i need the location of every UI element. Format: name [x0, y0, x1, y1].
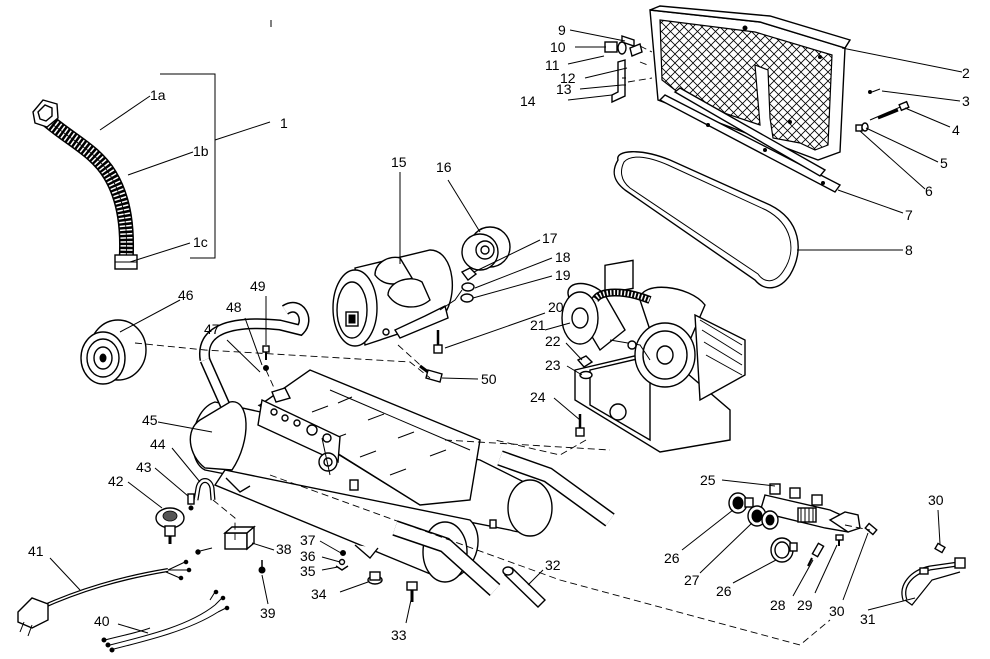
callout-2: 2	[962, 65, 970, 81]
callout-1c: 1c	[193, 234, 208, 250]
motor-pulley-part	[461, 226, 511, 271]
rubber-grip-part	[502, 566, 546, 608]
callout-32: 32	[545, 557, 561, 573]
callout-24: 24	[530, 389, 546, 405]
callout-27: 27	[684, 572, 700, 588]
callout-49: 49	[250, 278, 266, 294]
callout-34: 34	[311, 586, 327, 602]
callout-4: 4	[952, 122, 960, 138]
callout-1b: 1b	[193, 143, 209, 159]
callout-30b: 30	[928, 492, 944, 508]
junction-box-part	[223, 525, 256, 551]
handle-bracket-part	[271, 387, 292, 403]
motor-bolt-part	[433, 330, 443, 354]
callout-22: 22	[545, 333, 561, 349]
washer-part	[861, 122, 869, 132]
callout-26b: 26	[716, 583, 732, 599]
belt-guard-part	[649, 5, 852, 161]
flex-hose-part	[32, 99, 138, 270]
ground-screw-part	[258, 560, 266, 574]
callout-35: 35	[300, 563, 316, 579]
nut-part	[855, 124, 863, 132]
callout-33: 33	[391, 627, 407, 643]
callout-18: 18	[555, 249, 571, 265]
pump-bolt-part	[575, 414, 585, 437]
coupler-part	[835, 534, 844, 546]
callout-19: 19	[555, 267, 571, 283]
callout-11: 11	[545, 57, 560, 73]
callout-36: 36	[300, 548, 316, 564]
callout-30a: 30	[829, 603, 845, 619]
callout-15: 15	[391, 154, 407, 170]
callout-labels: 1 1a 1b 1c 2 3 4 5 6 7 8 9 10 11 12 13 1…	[28, 22, 970, 643]
callout-38: 38	[276, 541, 292, 557]
air-tank-part	[189, 302, 615, 596]
fitting-part-30-upper	[934, 542, 946, 554]
callout-3: 3	[962, 93, 970, 109]
callout-6: 6	[925, 183, 933, 199]
bracket-hardware-part	[604, 35, 653, 104]
callout-5: 5	[940, 155, 948, 171]
outlet-tube-part	[901, 557, 966, 606]
callout-41: 41	[28, 543, 44, 559]
callout-1a: 1a	[150, 87, 166, 103]
callout-45: 45	[142, 412, 158, 428]
tank-gauge-part	[728, 492, 754, 514]
callout-8: 8	[905, 242, 913, 258]
drain-valve-part	[406, 581, 418, 602]
callout-14: 14	[520, 93, 536, 109]
callout-13: 13	[556, 81, 572, 97]
callout-43: 43	[136, 459, 152, 475]
callout-1: 1	[280, 115, 288, 131]
drive-belt-part	[613, 151, 799, 289]
callout-29: 29	[797, 597, 813, 613]
callout-9: 9	[558, 22, 566, 38]
callout-20: 20	[548, 299, 564, 315]
wiring-harness-part	[101, 589, 230, 653]
callout-10: 10	[550, 39, 566, 55]
callout-48: 48	[226, 299, 242, 315]
key-part	[460, 267, 478, 281]
wheel-part	[80, 319, 147, 385]
callout-44: 44	[150, 436, 166, 452]
flat-washer-part	[460, 293, 474, 303]
regulator-part	[747, 505, 779, 530]
screw-part	[340, 550, 346, 556]
elbow-fitting-part	[419, 364, 443, 383]
callout-50: 50	[481, 371, 497, 387]
callout-26a: 26	[664, 550, 680, 566]
electric-motor-part	[332, 249, 463, 347]
power-cord-part	[17, 547, 213, 637]
callout-25: 25	[700, 472, 716, 488]
callout-16: 16	[436, 159, 452, 175]
air-pump-part	[561, 259, 746, 453]
callout-23: 23	[545, 357, 561, 373]
fitting-part-30	[864, 522, 878, 536]
small-washer-part	[338, 558, 346, 566]
handle-washer-part	[263, 365, 269, 371]
callout-7: 7	[905, 207, 913, 223]
callout-39: 39	[260, 605, 276, 621]
safety-valve-part	[807, 542, 825, 567]
callout-37: 37	[300, 532, 316, 548]
handle-screw-part	[262, 345, 270, 360]
callout-21: 21	[530, 317, 546, 333]
callout-12: 12	[560, 70, 576, 86]
brace-plate-part	[658, 87, 842, 193]
manifold-part	[759, 483, 861, 533]
pump-washer-part	[579, 370, 593, 380]
callout-28: 28	[770, 597, 786, 613]
release-valve-part	[187, 493, 195, 511]
callout-17: 17	[542, 230, 558, 246]
callout-47: 47	[204, 321, 220, 337]
outlet-gauge-part	[770, 537, 798, 563]
callout-46: 46	[178, 287, 194, 303]
callout-40: 40	[94, 613, 110, 629]
lock-washer-part	[461, 282, 475, 292]
pressure-switch-part	[155, 507, 185, 544]
callout-31: 31	[860, 611, 876, 627]
callout-42: 42	[108, 473, 124, 489]
rubber-foot-part	[367, 571, 383, 585]
